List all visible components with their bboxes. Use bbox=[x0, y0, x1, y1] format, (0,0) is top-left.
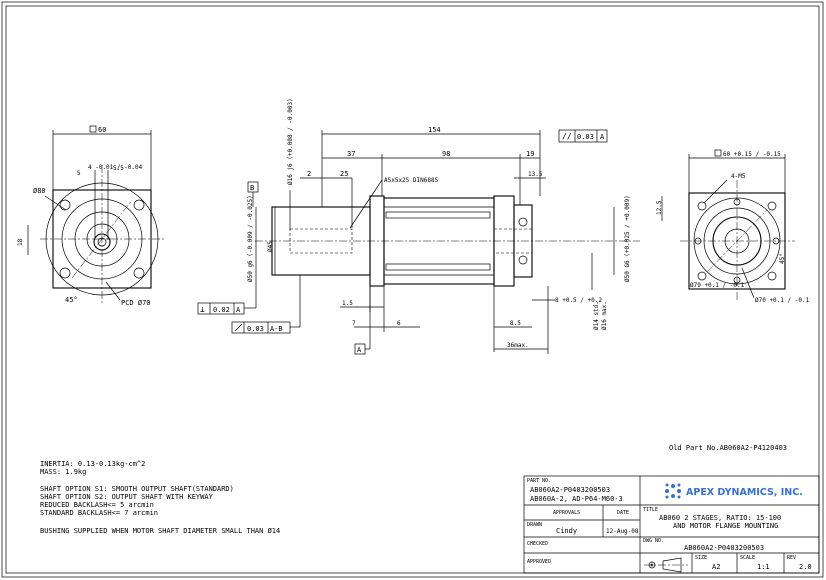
tb-title-2: AND MOTOR FLANGE MOUNTING bbox=[673, 522, 778, 530]
old-part-no: Old Part No.AB060A2-P4120403 bbox=[669, 444, 787, 452]
dim-8: 8 +0.5 / +0.2 bbox=[555, 297, 602, 304]
front-square-dim: 60 bbox=[98, 126, 106, 134]
runout-frame bbox=[231, 321, 291, 334]
tb-dwg-no: AB060A2-P0403200503 bbox=[684, 544, 764, 552]
dia-45: Ø45 bbox=[267, 241, 274, 252]
rear-dia-70: Ø70 +0.1 / -0.1 bbox=[755, 297, 810, 304]
general-notes: INERTIA: 0.13-0.13kg-cm^2 MASS: 1.9kg SH… bbox=[40, 460, 280, 535]
note-line: BUSHING SUPPLIED WHEN MOTOR SHAFT DIAMET… bbox=[40, 527, 280, 535]
svg-text://: // bbox=[562, 132, 572, 141]
tb-dwg-label: DWG NO. bbox=[643, 538, 664, 544]
tb-drawn-label: DRAWN bbox=[527, 522, 542, 528]
mount-hole bbox=[133, 199, 145, 211]
tb-rev-label: REV bbox=[787, 555, 796, 561]
dim-8-5: 8.5 bbox=[510, 320, 521, 327]
tb-checked-label: CHECKED bbox=[527, 541, 548, 547]
rear-square-dim: 60 +0.15 / -0.15 bbox=[723, 151, 781, 158]
company-name: APEX DYNAMICS, INC. bbox=[686, 487, 803, 498]
shaft-dia-j6: Ø16 j6 (+0.008 / -0.003) bbox=[287, 98, 294, 185]
tb-title-label: TITLE bbox=[643, 507, 658, 513]
datum-a: A bbox=[357, 346, 362, 354]
svg-text:A: A bbox=[236, 306, 241, 314]
front-hole-depth: 18 bbox=[17, 238, 24, 246]
title-block: PART NO. AB060A2-P0403200503 AB060A-2, A… bbox=[523, 475, 820, 574]
dim-12-5: 12.5 bbox=[656, 200, 663, 215]
note-line: SHAFT OPTION S1: SMOOTH OUTPUT SHAFT(STA… bbox=[40, 485, 234, 493]
tb-drawn-date: 12-Aug-08 bbox=[606, 528, 639, 535]
dim-7: 7 bbox=[352, 320, 356, 327]
svg-text:A: A bbox=[600, 133, 605, 141]
note-line: INERTIA: 0.13-0.13kg-cm^2 bbox=[40, 460, 145, 468]
tb-scale-label: SCALE bbox=[740, 555, 755, 561]
tb-approvals-label: APPROVALS bbox=[553, 510, 580, 516]
note-line: REDUCED BACKLASH<= 5 arcmin bbox=[40, 501, 154, 509]
overall-length: 154 bbox=[428, 126, 441, 134]
tb-part-no-2: AB060A-2, AD-P64-M60-3 bbox=[530, 495, 623, 503]
rear-mount-hole bbox=[697, 271, 707, 281]
bore-16-max: Ø16 max. bbox=[601, 301, 608, 330]
bore-14-std: Ø14 std. bbox=[593, 301, 600, 330]
rear-thread: 4-M5 bbox=[731, 173, 746, 180]
sheet-border-inner bbox=[5, 5, 820, 574]
front-pcd: PCD Ø70 bbox=[121, 299, 151, 307]
dia-50-G6: Ø50 G6 (+0.025 / +0.009) bbox=[624, 195, 631, 282]
front-pilot-dim: 5.5 bbox=[113, 165, 124, 172]
dia-50-g6: Ø50 g6 (-0.009 / -0.025) bbox=[247, 195, 254, 282]
svg-text:A-B: A-B bbox=[270, 325, 283, 333]
tb-size-label: SIZE bbox=[695, 555, 707, 561]
parallelism-frame bbox=[558, 129, 608, 143]
front-angle: 45° bbox=[65, 296, 78, 304]
company-logo: APEX DYNAMICS, INC. bbox=[665, 483, 803, 499]
dim-25: 25 bbox=[340, 170, 348, 178]
dim-6: 6 bbox=[397, 320, 401, 327]
svg-text:0.02: 0.02 bbox=[213, 306, 230, 314]
dim-2: 2 bbox=[307, 170, 311, 178]
tb-size: A2 bbox=[712, 563, 720, 571]
rear-mount-hole bbox=[697, 201, 707, 211]
rear-angle: 45° bbox=[779, 253, 786, 264]
note-line: MASS: 1.9kg bbox=[40, 468, 86, 476]
rear-dia-79: Ø79 +0.1 / -0.1 bbox=[690, 282, 745, 289]
dim-19: 19 bbox=[526, 150, 534, 158]
projection-symbol-icon bbox=[644, 557, 688, 573]
svg-text:0.03: 0.03 bbox=[247, 325, 264, 333]
mount-hole bbox=[59, 267, 71, 279]
dim-36max: 36max. bbox=[507, 342, 529, 349]
dim-98: 98 bbox=[442, 150, 450, 158]
dim-13-5: 13.5 bbox=[528, 171, 543, 178]
tb-rev: 2.0 bbox=[799, 563, 812, 571]
front-outer-dia: Ø80 bbox=[33, 187, 46, 195]
svg-text:⊥: ⊥ bbox=[200, 305, 205, 314]
dim-1-5: 1.5 bbox=[342, 300, 353, 307]
note-line: SHAFT OPTION S2: OUTPUT SHAFT WITH KEYWA… bbox=[40, 493, 214, 501]
rear-mount-hole bbox=[767, 271, 777, 281]
tb-part-no-1: AB060A2-P0403200503 bbox=[530, 486, 610, 494]
datum-b: B bbox=[250, 184, 254, 192]
front-key-depth: 5 bbox=[77, 170, 81, 177]
svg-text:0.03: 0.03 bbox=[577, 133, 594, 141]
tb-title-1: AB060 2 STAGES, RATIO: 15-100 bbox=[659, 514, 781, 522]
tb-part-no-label: PART NO. bbox=[527, 478, 551, 484]
side-view: 154 // 0.03 A 37 98 19 2 25 A5x5x25 DIN6… bbox=[197, 98, 663, 355]
tb-approved-label: APPROVED bbox=[527, 559, 551, 565]
mount-hole bbox=[59, 199, 71, 211]
tb-date-label: DATE bbox=[617, 510, 629, 516]
dim-37: 37 bbox=[347, 150, 355, 158]
rear-mount-hole bbox=[767, 201, 777, 211]
rear-view: 60 +0.15 / -0.15 4-M5 Ø79 +0.1 / -0.1 Ø7… bbox=[680, 149, 810, 304]
keyway-callout: A5x5x25 DIN6885 bbox=[384, 177, 439, 184]
tb-drawn-by: Cindy bbox=[556, 527, 577, 535]
front-view: 60 4 -0.01 / -0.04 5 5.5 Ø80 18 45° PCD … bbox=[17, 125, 165, 307]
front-keyway-dim: 4 -0.01 / -0.04 bbox=[88, 164, 143, 171]
note-line: STANDARD BACKLASH<= 7 arcmin bbox=[40, 509, 158, 517]
perp-frame bbox=[197, 302, 245, 315]
title-block-frame bbox=[523, 475, 820, 574]
mount-hole bbox=[133, 267, 145, 279]
tb-scale: 1:1 bbox=[757, 563, 770, 571]
